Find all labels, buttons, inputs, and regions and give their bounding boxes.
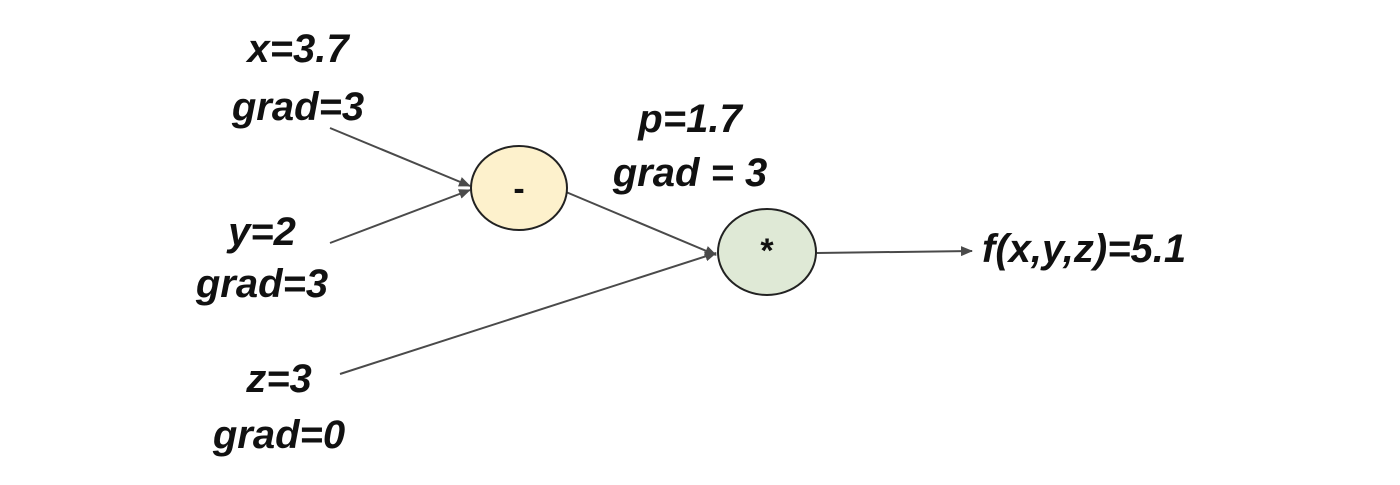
input-z-value: z=3 [245,357,312,401]
multiply-node: * [717,208,817,296]
edge-multiply-to-output [816,246,973,257]
input-y-label-group: y=2 grad=3 [195,210,328,306]
multiply-node-shape [717,208,817,296]
input-z-label-group: z=3 grad=0 [212,357,345,457]
output-label: f(x,y,z)=5.1 [982,227,1186,271]
multiply-node-symbol: * [760,232,774,270]
input-y-value: y=2 [226,210,296,254]
intermediate-p-grad: grad = 3 [612,151,768,195]
input-y-grad: grad=3 [195,262,328,306]
edge-subtract-to-multiply [565,191,717,256]
intermediate-p-value: p=1.7 [637,97,743,141]
subtract-node: - [470,145,568,231]
intermediate-p-label-group: p=1.7 grad = 3 [612,97,768,195]
edge-y-to-subtract [329,189,471,244]
input-x-grad: grad=3 [231,85,364,129]
input-x-value: x=3.7 [245,27,350,71]
edge-x-to-subtract [329,127,471,187]
subtract-node-symbol: - [513,170,524,208]
edge-z-to-multiply [339,251,717,375]
subtract-node-shape [470,145,568,231]
input-z-grad: grad=0 [212,413,345,457]
input-x-label-group: x=3.7 grad=3 [231,27,364,129]
